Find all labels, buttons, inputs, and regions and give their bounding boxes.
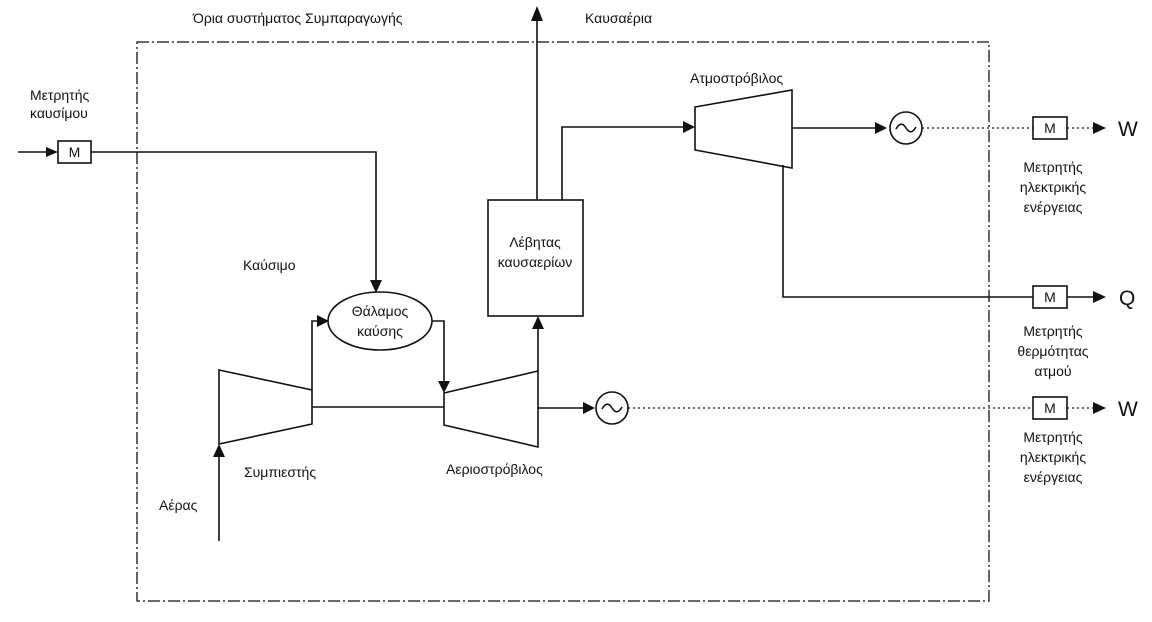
gas-turbine-label: Αεριοστρόβιλος (446, 461, 543, 477)
exhaust-boiler-label-1: Λέβητας (509, 234, 561, 250)
steam-turbine-label: Ατμοστρόβιλος (690, 70, 783, 86)
combustion-chamber-label-2: καύσης (357, 323, 403, 339)
heat-meter-label-2: θερμότητας (1017, 343, 1088, 359)
steam-supply-arrowhead (683, 121, 695, 133)
top-electric-meter: M (1032, 116, 1068, 140)
exhaust-boiler-shape (487, 199, 584, 317)
system-boundary (136, 41, 990, 602)
turbine-to-boiler-arrowhead (532, 316, 544, 329)
output-work-bottom: W (1118, 398, 1138, 421)
top-electric-meter-label-2: ηλεκτρικής (1020, 179, 1086, 195)
air-inlet-arrowhead (213, 444, 225, 457)
generator-ac-icon (595, 391, 629, 425)
top-electric-arrowhead (1093, 122, 1106, 134)
air-label: Αέρας (159, 497, 198, 513)
steam-turbine-shape (694, 89, 793, 169)
fuel-inlet-arrowhead (46, 147, 58, 157)
heat-meter-symbol: M (1044, 289, 1056, 305)
steam-turbine-to-generator-arrowhead (875, 122, 887, 134)
top-electric-meter-label-1: Μετρητής (1023, 159, 1083, 175)
bottom-electric-arrowhead (1093, 402, 1106, 414)
fuel-meter-label-1: Μετρητής (30, 87, 90, 103)
exhaust-boiler: Λέβητας καυσαερίων (487, 199, 584, 317)
fuel-label: Καύσιμο (243, 257, 296, 273)
compressor-label: Συμπιεστής (244, 464, 316, 480)
fuel-meter-label-2: καυσίμου (30, 105, 88, 121)
heat-out-arrowhead (1093, 291, 1106, 303)
output-work-top: W (1118, 118, 1138, 141)
top-electric-meter-symbol: M (1044, 120, 1056, 136)
bottom-electric-meter-label-3: ενέργειας (1024, 469, 1083, 485)
fuel-meter: M (57, 140, 92, 164)
combustion-chamber: Θάλαμος καύσης (327, 291, 433, 351)
fuel-supply-line (91, 151, 377, 280)
generator-ac-icon (889, 111, 923, 145)
heat-meter-label-3: ατμού (1034, 363, 1071, 379)
fuel-supply-arrowhead (370, 280, 382, 293)
compressor-to-chamber-arrowhead (317, 315, 329, 327)
heat-meter: M (1032, 285, 1068, 309)
gas-turbine-to-generator-arrowhead (583, 402, 595, 414)
chamber-to-turbine-line (432, 320, 445, 382)
heat-meter-label-1: Μετρητής (1023, 323, 1083, 339)
steam-supply-line (561, 126, 684, 200)
bottom-electric-meter-label-1: Μετρητής (1023, 429, 1083, 445)
compressor-to-chamber-line (311, 320, 320, 390)
heat-output-line (782, 165, 1033, 298)
exhaust-boiler-label-2: καυσαερίων (498, 254, 573, 270)
bottom-electric-meter: M (1032, 396, 1068, 420)
bottom-electric-meter-symbol: M (1044, 400, 1056, 416)
compressor-shape (218, 369, 313, 445)
exhaust-arrowhead (531, 6, 543, 21)
fuel-meter-symbol: M (69, 144, 81, 160)
exhaust-label: Καυσαέρια (585, 10, 652, 26)
gas-turbine-shape (443, 369, 539, 449)
output-heat: Q (1119, 287, 1135, 310)
top-electric-meter-label-3: ενέργειας (1024, 199, 1083, 215)
system-boundary-label: Όρια συστήματος Συμπαραγωγής (192, 10, 403, 26)
combustion-chamber-label-1: Θάλαμος (352, 303, 409, 319)
combustion-chamber-shape (327, 291, 433, 351)
bottom-electric-meter-label-2: ηλεκτρικής (1020, 449, 1086, 465)
chamber-to-turbine-arrowhead (438, 381, 450, 393)
